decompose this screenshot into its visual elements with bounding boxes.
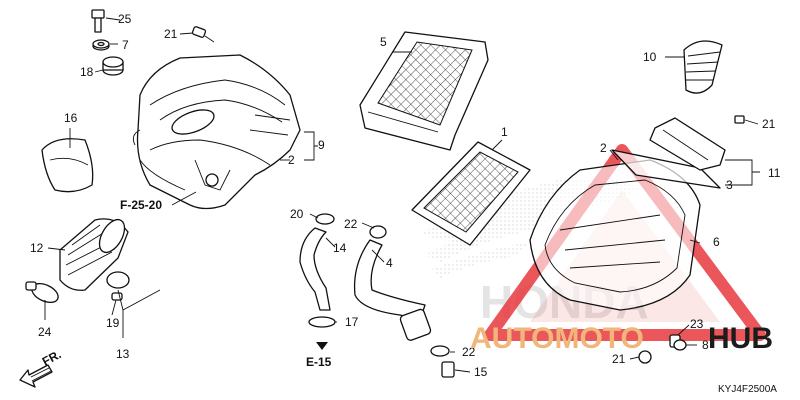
cover-3 <box>611 149 721 189</box>
element-holder-5 <box>359 31 489 151</box>
grommet-18 <box>102 56 124 76</box>
tube-10 <box>683 40 723 94</box>
connecting-tube-12 <box>59 218 129 291</box>
guide-16 <box>41 138 94 193</box>
label-25: 25 <box>118 12 132 26</box>
ref-f-25-20: F-25-20 <box>120 198 162 212</box>
ref-e-15: E-15 <box>306 355 332 369</box>
label-17: 17 <box>345 315 359 329</box>
label-14: 14 <box>333 241 347 255</box>
label-19: 19 <box>106 316 120 330</box>
drain-tube-14 <box>299 213 335 311</box>
label-8: 8 <box>702 338 709 352</box>
watermark-text-hub: HUB <box>708 322 773 355</box>
label-22-upper: 22 <box>344 217 358 231</box>
part-labels: 25 7 18 21 9 2 16 12 24 19 13 5 1 4 14 2… <box>30 12 781 379</box>
watermark-text-automoto: AUTOMOTO <box>470 322 644 355</box>
label-2-left: 2 <box>288 153 295 167</box>
label-9: 9 <box>318 138 325 152</box>
front-arrow-label: FR. <box>40 347 64 368</box>
label-4: 4 <box>386 256 393 270</box>
element-1 <box>411 141 531 246</box>
label-18: 18 <box>80 65 94 79</box>
air-cleaner-case-6 <box>529 159 701 311</box>
clip-22-lower <box>430 345 450 357</box>
diagram-code: KYJ4F2500A <box>718 384 777 395</box>
label-6: 6 <box>713 235 720 249</box>
band-19 <box>106 271 130 301</box>
label-24: 24 <box>38 325 52 339</box>
screw-21-top <box>191 26 215 43</box>
label-5: 5 <box>380 35 387 49</box>
drain-tube-4 <box>353 225 432 341</box>
bolt-25 <box>91 9 105 33</box>
ref-f-25-20-arrow <box>171 191 197 206</box>
label-15: 15 <box>474 365 488 379</box>
label-2-right: 2 <box>600 141 607 155</box>
label-7: 7 <box>122 38 129 52</box>
label-22-lower: 22 <box>462 345 476 359</box>
label-3: 3 <box>726 178 733 192</box>
ref-e-15-arrow <box>316 342 328 350</box>
band-24 <box>25 281 59 304</box>
leader-lines <box>44 17 760 373</box>
label-10: 10 <box>643 50 657 64</box>
label-11: 11 <box>768 166 781 180</box>
plug-15 <box>441 361 455 378</box>
clip-17 <box>308 316 336 328</box>
label-16: 16 <box>64 111 78 125</box>
label-23: 23 <box>690 317 704 331</box>
label-21-right: 21 <box>762 117 776 131</box>
label-1: 1 <box>501 125 508 139</box>
label-13: 13 <box>116 347 130 361</box>
air-cleaner-cover <box>132 54 301 210</box>
label-21-top: 21 <box>164 27 178 41</box>
cap-8 <box>673 339 687 351</box>
label-20: 20 <box>290 207 304 221</box>
intake-duct-11 <box>649 115 745 171</box>
front-arrow-icon <box>19 364 53 388</box>
washer-7 <box>92 39 110 51</box>
label-12: 12 <box>30 241 44 255</box>
label-21-bottom: 21 <box>612 352 626 366</box>
